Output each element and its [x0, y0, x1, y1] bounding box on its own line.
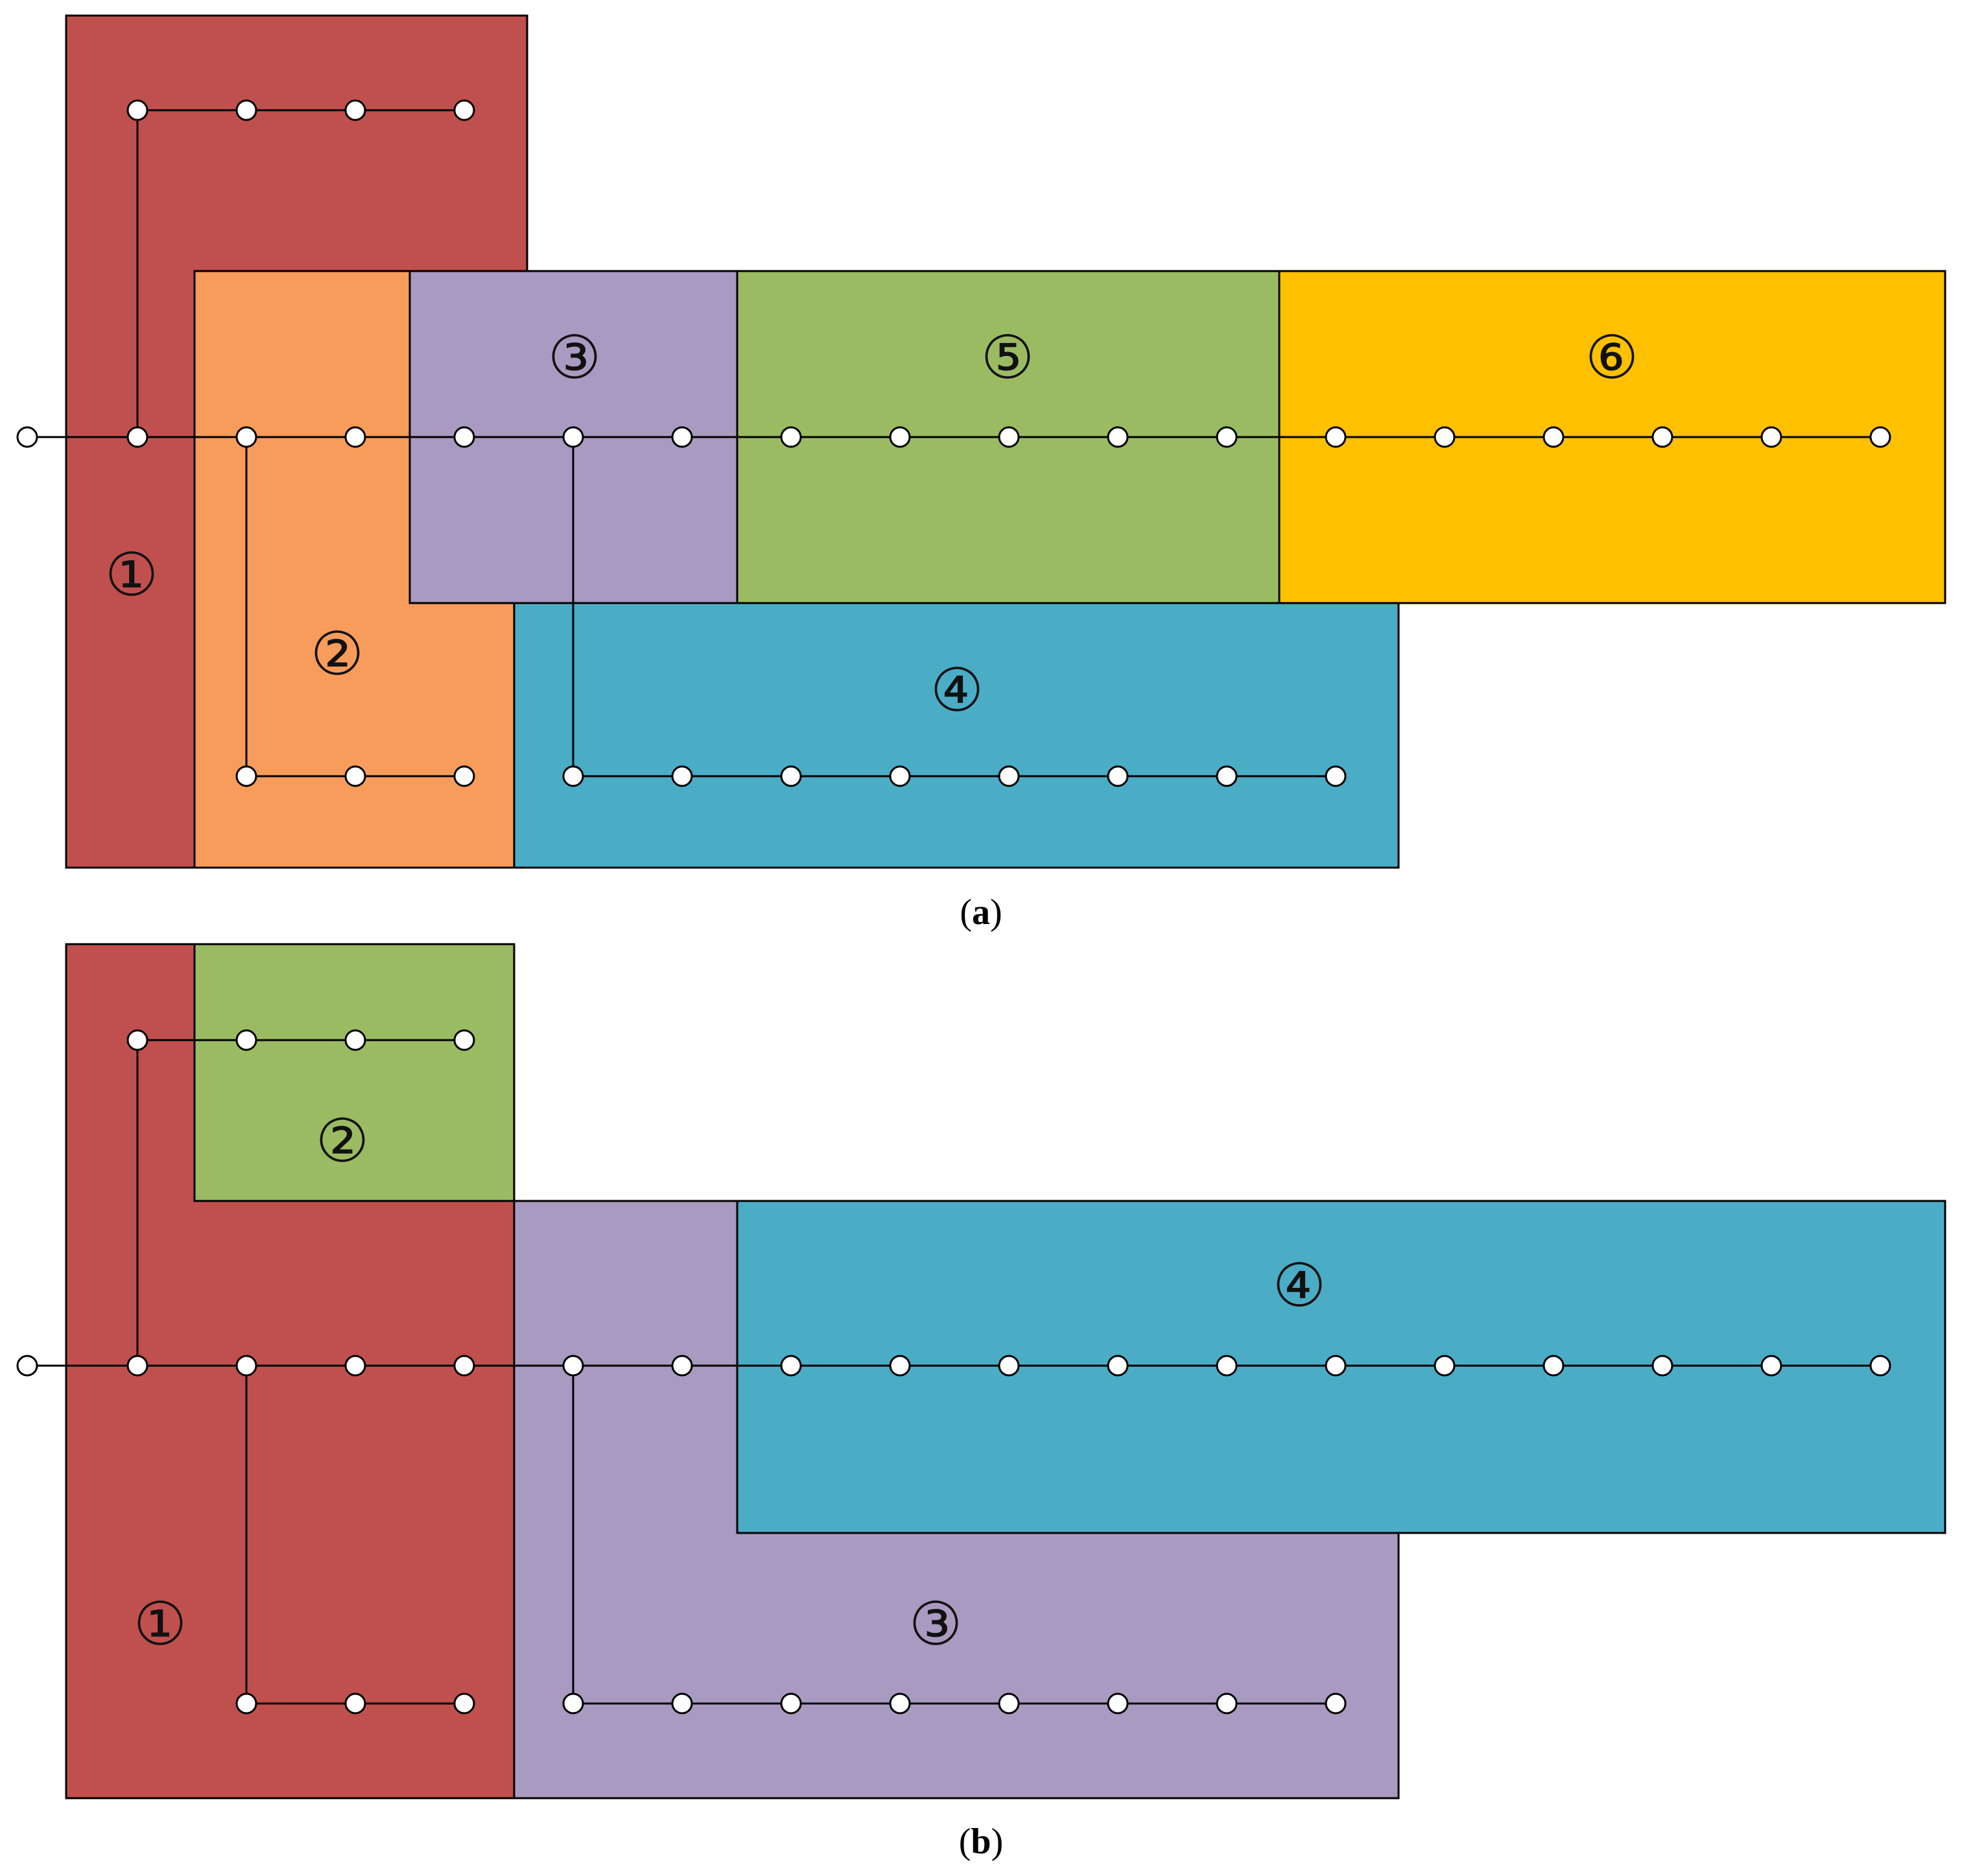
- bus-node: [671, 1355, 693, 1377]
- bus-node: [1760, 426, 1782, 448]
- zone-label-b-4: ④: [1273, 1251, 1326, 1320]
- bus-node: [344, 1692, 366, 1715]
- bus-node: [562, 1692, 584, 1715]
- bus-node: [1434, 1355, 1456, 1377]
- zone-label-a-6: ⑥: [1585, 323, 1638, 392]
- bus-node: [1107, 1692, 1129, 1715]
- feeder-lines-a: [27, 109, 1880, 778]
- bus-node: [1107, 1355, 1129, 1377]
- caption-b: (b): [959, 1822, 1003, 1862]
- zone-label-a-5: ⑤: [981, 323, 1034, 392]
- bus-node: [16, 1355, 38, 1377]
- bus-node: [889, 1355, 911, 1377]
- bus-node: [235, 426, 257, 448]
- bus-nodes-b: [16, 1029, 1891, 1715]
- bus-node: [1216, 426, 1238, 448]
- bus-node: [1216, 1692, 1238, 1715]
- zone-a-4: [513, 602, 1400, 869]
- bus-node: [1542, 426, 1565, 448]
- bus-node: [1651, 1355, 1673, 1377]
- bus-node: [780, 1355, 802, 1377]
- bus-node: [344, 765, 366, 787]
- feeder-lines-b: [27, 1039, 1880, 1705]
- bus-node: [126, 99, 148, 121]
- zone-label-a-3: ③: [548, 323, 601, 392]
- bus-node: [562, 765, 584, 787]
- zone-label-a-2: ②: [311, 619, 364, 689]
- bus-node: [126, 426, 148, 448]
- zone-b-2: [193, 943, 515, 1202]
- bus-node: [889, 426, 911, 448]
- bus-node: [998, 1355, 1020, 1377]
- bus-node: [1651, 426, 1673, 448]
- bus-node: [562, 426, 584, 448]
- bus-node: [235, 765, 257, 787]
- bus-node: [1216, 1355, 1238, 1377]
- bus-node: [453, 426, 475, 448]
- bus-node: [780, 1692, 802, 1715]
- bus-node: [998, 1692, 1020, 1715]
- bus-node: [126, 1355, 148, 1377]
- bus-node: [1107, 426, 1129, 448]
- bus-node: [344, 1029, 366, 1051]
- zone-label-b-2: ②: [316, 1106, 369, 1176]
- bus-node: [235, 1355, 257, 1377]
- bus-node: [1869, 426, 1891, 448]
- bus-node: [344, 99, 366, 121]
- bus-node: [671, 426, 693, 448]
- bus-node: [1325, 1692, 1347, 1715]
- panel-b: ① ② ③ ④ (b): [16, 943, 1946, 1862]
- bus-node: [889, 1692, 911, 1715]
- bus-node: [453, 1029, 475, 1051]
- bus-node: [1107, 765, 1129, 787]
- bus-node: [344, 426, 366, 448]
- bus-node: [453, 1692, 475, 1715]
- bus-node: [1542, 1355, 1565, 1377]
- bus-node: [1325, 765, 1347, 787]
- bus-node: [453, 765, 475, 787]
- bus-node: [344, 1355, 366, 1377]
- bus-node: [1216, 765, 1238, 787]
- bus-node: [126, 1029, 148, 1051]
- zone-b-4: [736, 1200, 1946, 1534]
- zone-label-a-4: ④: [930, 656, 984, 725]
- bus-node: [1434, 426, 1456, 448]
- bus-node: [1325, 1355, 1347, 1377]
- bus-node: [998, 765, 1020, 787]
- zone-label-b-1: ①: [134, 1589, 187, 1659]
- bus-node: [889, 765, 911, 787]
- bus-node: [1325, 426, 1347, 448]
- bus-node: [16, 426, 38, 448]
- bus-node: [562, 1355, 584, 1377]
- zone-label-b-3: ③: [909, 1589, 962, 1659]
- bus-node: [780, 765, 802, 787]
- bus-node: [235, 1029, 257, 1051]
- bus-node: [1869, 1355, 1891, 1377]
- bus-nodes-a: [16, 99, 1891, 787]
- bus-node: [998, 426, 1020, 448]
- bus-node: [1760, 1355, 1782, 1377]
- panel-a: ① ② ③ ④ ⑤ ⑥ (a): [16, 14, 1946, 932]
- bus-node: [453, 99, 475, 121]
- caption-a: (a): [960, 892, 1002, 932]
- zone-label-a-1: ①: [105, 540, 158, 610]
- bus-node: [235, 99, 257, 121]
- bus-node: [780, 426, 802, 448]
- bus-node: [671, 1692, 693, 1715]
- bus-node: [671, 765, 693, 787]
- bus-node: [235, 1692, 257, 1715]
- bus-node: [453, 1355, 475, 1377]
